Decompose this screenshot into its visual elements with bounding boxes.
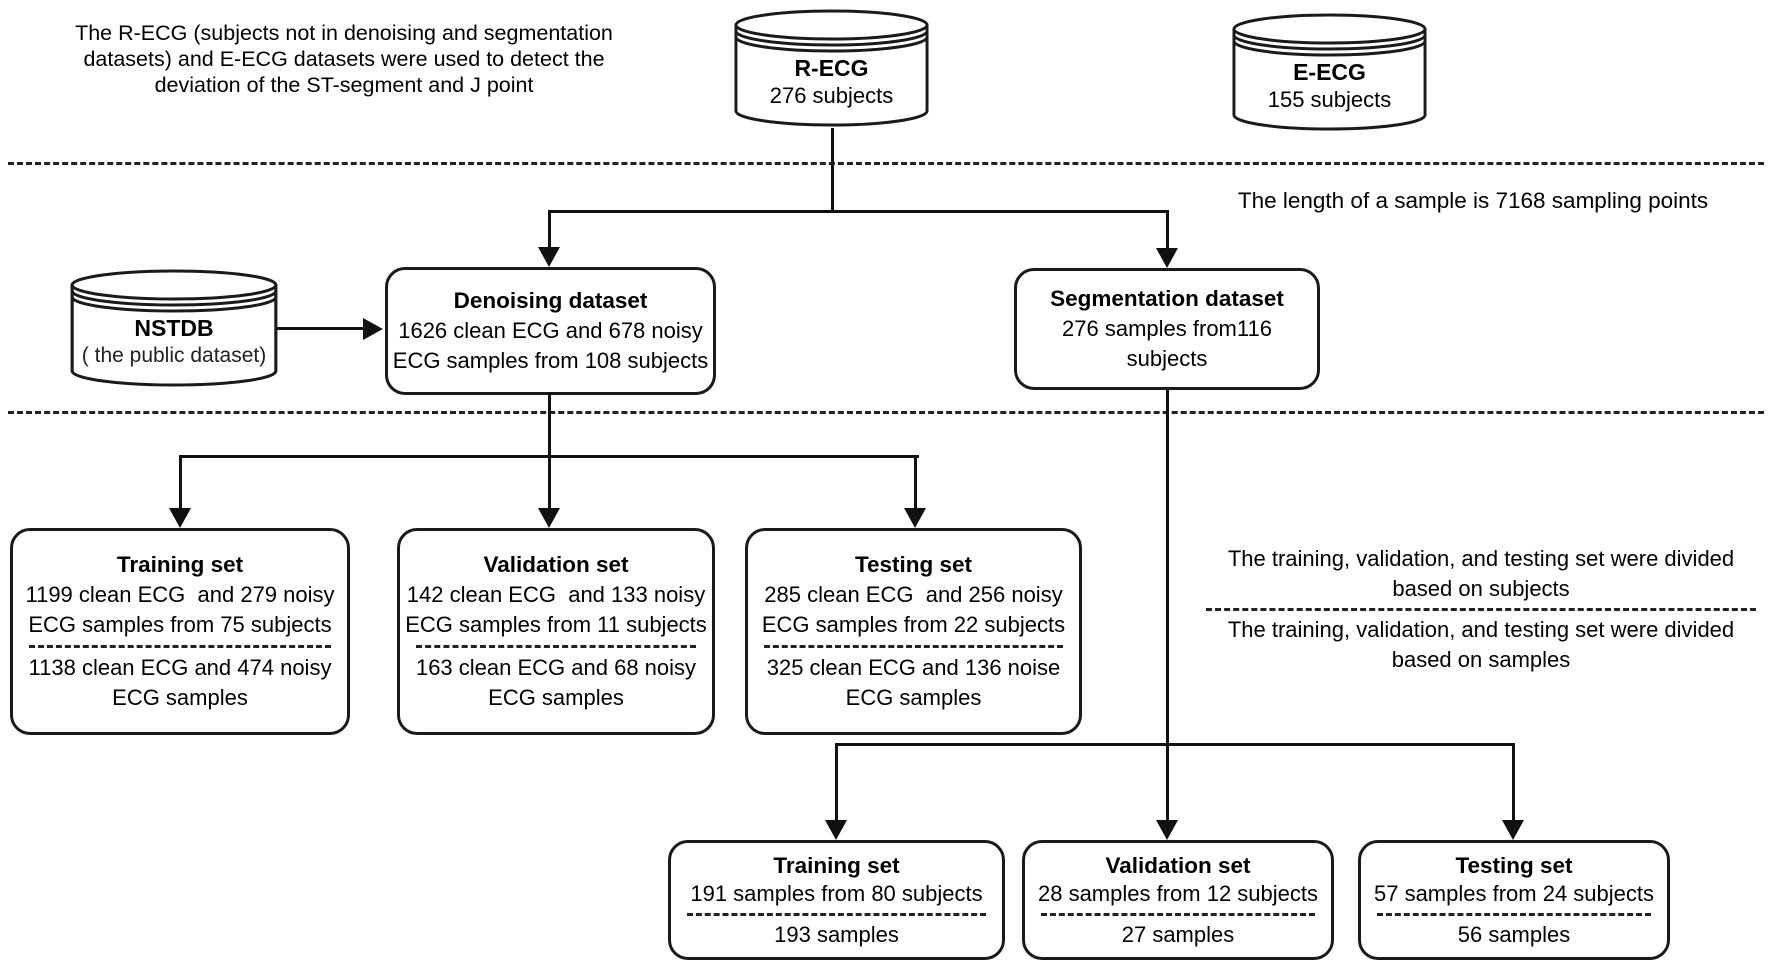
connector-line: [548, 210, 1169, 213]
dashed-divider: [1041, 912, 1315, 916]
box-line: ECG samples: [488, 685, 624, 710]
connector-line: [1512, 743, 1515, 821]
note-line: datasets) and E-ECG datasets were used t…: [83, 47, 605, 71]
database-cylinder-icon: [70, 269, 278, 387]
box-line: 28 samples from 12 subjects: [1037, 880, 1319, 906]
top-left-note: The R-ECG (subjects not in denoising and…: [38, 20, 650, 98]
segmentation-dataset-box: Segmentation dataset 276 samples from116…: [1014, 268, 1320, 390]
cylinder-label: NSTDB ( the public dataset): [69, 268, 279, 392]
connector-line: [835, 743, 1515, 746]
database-cylinder-icon: [1232, 13, 1427, 131]
nstdb-database: NSTDB ( the public dataset): [69, 268, 279, 392]
box-line: ECG samples from 108 subjects: [392, 348, 709, 373]
connector-line: [831, 128, 834, 212]
note-line: based on subjects: [1392, 576, 1570, 601]
section-dashed-divider: [8, 411, 1764, 414]
r-ecg-database: R-ECG 276 subjects: [733, 8, 930, 132]
connector-line: [1166, 743, 1169, 821]
arrow-down-icon: [169, 508, 191, 528]
box-title: Training set: [773, 852, 900, 878]
connector-line: [548, 455, 551, 509]
box-title: Validation set: [483, 552, 629, 577]
box-line: 191 samples from 80 subjects: [690, 880, 983, 906]
note-line: The training, validation, and testing se…: [1227, 546, 1735, 571]
box-line: ECG samples from 11 subjects: [405, 612, 707, 637]
box-title: Segmentation dataset: [1050, 286, 1284, 311]
cylinder-label: R-ECG 276 subjects: [733, 8, 930, 132]
box-title: Denoising dataset: [453, 288, 648, 313]
database-title: R-ECG: [794, 55, 869, 81]
arrow-down-icon: [1502, 820, 1524, 840]
box-line: 1626 clean ECG and 678 noisy: [398, 318, 703, 343]
dashed-divider: [764, 645, 1063, 648]
box-line: ECG samples from 22 subjects: [761, 612, 1066, 637]
dashed-divider: [1206, 608, 1756, 611]
dashed-divider: [29, 645, 331, 648]
arrow-down-icon: [1156, 248, 1178, 268]
box-line: 1138 clean ECG and 474 noisy: [28, 655, 332, 680]
e-ecg-database: E-ECG 155 subjects: [1231, 12, 1428, 136]
arrow-down-icon: [538, 508, 560, 528]
connector-line: [1166, 390, 1169, 745]
arrow-down-icon: [825, 820, 847, 840]
box-line: ECG samples: [112, 685, 248, 710]
connector-line: [1166, 210, 1169, 250]
database-subtitle: 276 subjects: [769, 83, 894, 108]
arrow-down-icon: [904, 508, 926, 528]
connector-line: [179, 455, 182, 509]
database-title: NSTDB: [134, 315, 214, 341]
box-title: Testing set: [854, 552, 973, 577]
box-line: 163 clean ECG and 68 noisy: [415, 655, 697, 680]
connector-line: [548, 393, 551, 457]
note-line: The R-ECG (subjects not in denoising and…: [75, 21, 613, 45]
box-line: 56 samples: [1457, 921, 1571, 947]
box-line: ECG samples: [845, 685, 982, 710]
database-subtitle: 155 subjects: [1267, 87, 1392, 112]
box-line: 27 samples: [1121, 921, 1235, 947]
box-line: 142 clean ECG and 133 noisy: [406, 582, 706, 607]
database-cylinder-icon: [734, 9, 929, 127]
denoising-dataset-box: Denoising dataset 1626 clean ECG and 678…: [385, 267, 716, 395]
arrow-down-icon: [538, 247, 560, 267]
dashed-divider: [687, 912, 986, 916]
box-line: 193 samples: [774, 921, 899, 947]
box-title: Training set: [116, 552, 244, 577]
arrow-right-icon: [363, 318, 383, 340]
database-subtitle: ( the public dataset): [81, 344, 267, 367]
denoising-training-set-box: Training set 1199 clean ECG and 279 nois…: [10, 528, 350, 735]
box-title: Testing set: [1455, 852, 1573, 878]
box-line: 285 clean ECG and 256 noisy: [764, 582, 1063, 607]
box-line: 276 samples from116 subjects: [1062, 316, 1279, 371]
box-title: Validation set: [1105, 852, 1251, 878]
note-line: deviation of the ST-segment and J point: [154, 73, 534, 97]
dashed-divider: [1377, 912, 1651, 916]
arrow-down-icon: [1156, 820, 1178, 840]
box-line: 57 samples from 24 subjects: [1373, 880, 1655, 906]
segmentation-validation-set-box: Validation set 28 samples from 12 subjec…: [1022, 840, 1334, 960]
segmentation-training-set-box: Training set 191 samples from 80 subject…: [668, 840, 1005, 960]
cylinder-label: E-ECG 155 subjects: [1231, 12, 1428, 136]
denoising-testing-set-box: Testing set 285 clean ECG and 256 noisy …: [745, 528, 1082, 735]
dashed-divider: [416, 645, 696, 648]
section-dashed-divider: [8, 162, 1764, 165]
sample-length-note: The length of a sample is 7168 sampling …: [1237, 188, 1709, 213]
note-line: The training, validation, and testing se…: [1227, 617, 1735, 642]
connector-line: [277, 327, 365, 330]
connector-line: [914, 455, 917, 509]
division-note: The training, validation, and testing se…: [1198, 544, 1764, 675]
box-line: 1199 clean ECG and 279 noisy: [25, 582, 335, 607]
box-line: ECG samples from 75 subjects: [28, 612, 332, 637]
connector-line: [835, 743, 838, 821]
database-title: E-ECG: [1293, 59, 1366, 85]
connector-line: [548, 210, 551, 250]
box-line: 325 clean ECG and 136 noise: [766, 655, 1061, 680]
denoising-validation-set-box: Validation set 142 clean ECG and 133 noi…: [397, 528, 715, 735]
segmentation-testing-set-box: Testing set 57 samples from 24 subjects …: [1358, 840, 1670, 960]
note-line: based on samples: [1391, 647, 1571, 672]
